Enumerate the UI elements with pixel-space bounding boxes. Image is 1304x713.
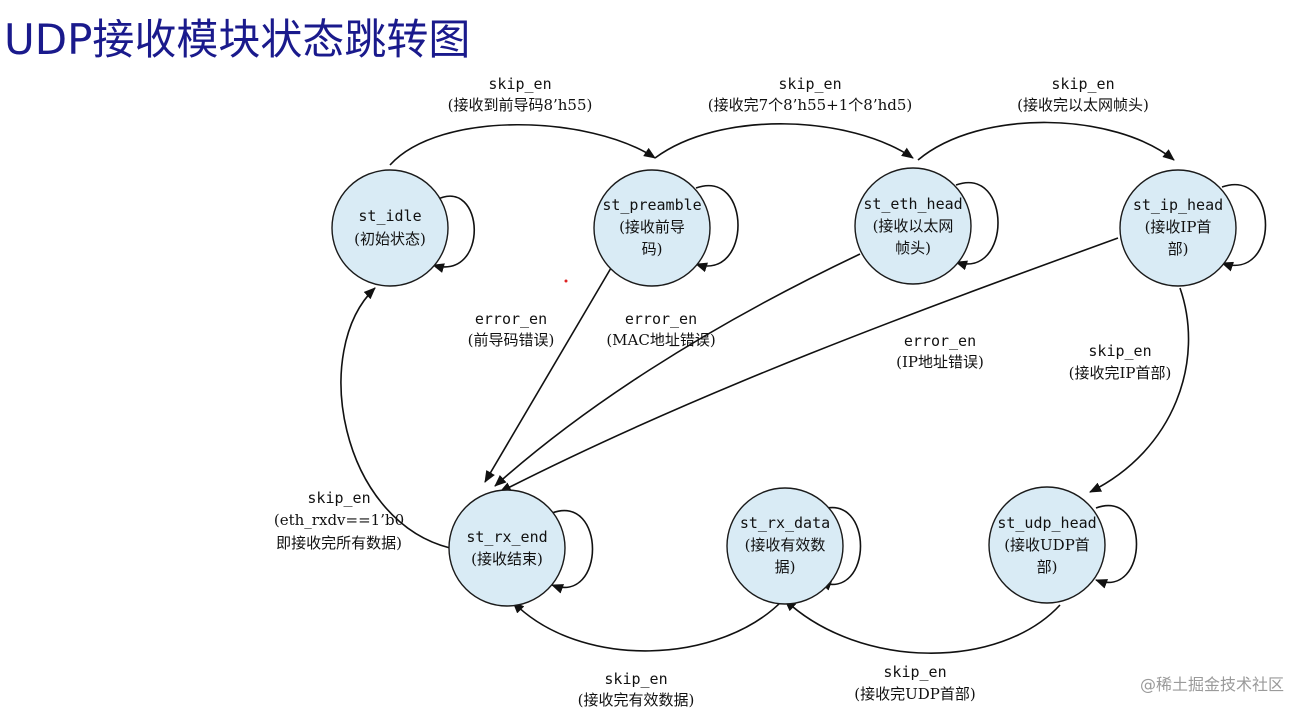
self-loop-idle bbox=[432, 195, 475, 273]
state-desc: (接收UDP首 bbox=[1004, 536, 1090, 554]
transition-condition: skip_en bbox=[1051, 75, 1114, 93]
label-rx-end-to-idle: skip_en (eth_rxdv==1’b0 即接收完所有数据) bbox=[274, 489, 404, 552]
edge-ip-head-to-udp-head bbox=[1089, 287, 1190, 493]
edge-udp-head-to-rx-data bbox=[784, 599, 1061, 654]
edge-rx-data-to-rx-end bbox=[512, 599, 784, 652]
edge-eth-head-to-ip-head bbox=[917, 121, 1175, 161]
transition-condition: skip_en bbox=[488, 75, 551, 93]
label-preamble-to-eth-head: skip_en (接收完7个8’h55+1个8’hd5) bbox=[708, 75, 913, 114]
transition-description: (接收完7个8’h55+1个8’hd5) bbox=[708, 96, 913, 114]
state-st-eth-head: st_eth_head (接收以太网 帧头) bbox=[854, 167, 972, 285]
transition-condition: error_en bbox=[625, 310, 697, 328]
self-loop-rx-data bbox=[819, 506, 862, 591]
edge-ip-head-error bbox=[499, 237, 1119, 493]
label-ip-head-to-udp-head: skip_en (接收完IP首部) bbox=[1069, 342, 1172, 382]
state-desc: (初始状态) bbox=[354, 230, 426, 248]
transition-condition: skip_en bbox=[883, 663, 946, 681]
state-name: st_preamble bbox=[602, 196, 701, 214]
self-loop-eth-head bbox=[955, 181, 999, 271]
state-desc: (接收以太网 bbox=[873, 217, 954, 235]
label-eth-head-error: error_en (MAC地址错误) bbox=[606, 310, 715, 349]
state-st-ip-head: st_ip_head (接收IP首 部) bbox=[1119, 169, 1237, 287]
transition-description: (eth_rxdv==1’b0 bbox=[274, 511, 404, 529]
transition-description: (接收到前导码8’h55) bbox=[448, 96, 593, 114]
transition-condition: skip_en bbox=[307, 489, 370, 507]
transition-description: (IP地址错误) bbox=[896, 353, 984, 371]
label-idle-to-preamble: skip_en (接收到前导码8’h55) bbox=[448, 75, 593, 114]
state-desc: 码) bbox=[642, 240, 663, 258]
self-loop-preamble bbox=[695, 184, 739, 273]
label-eth-head-to-ip-head: skip_en (接收完以太网帧头) bbox=[1017, 75, 1149, 114]
self-loop-rx-end bbox=[551, 509, 594, 594]
transition-description: (接收完IP首部) bbox=[1069, 364, 1172, 382]
transition-condition: skip_en bbox=[1088, 342, 1151, 360]
label-udp-head-to-rx-data: skip_en (接收完UDP首部) bbox=[854, 663, 975, 703]
state-st-rx-data: st_rx_data (接收有效数 据) bbox=[726, 487, 844, 605]
edge-preamble-error bbox=[484, 267, 612, 483]
state-desc: (接收有效数 bbox=[745, 536, 826, 554]
state-desc: 部) bbox=[1168, 240, 1189, 258]
state-name: st_idle bbox=[358, 207, 421, 225]
state-st-preamble: st_preamble (接收前导 码) bbox=[593, 169, 711, 287]
state-name: st_eth_head bbox=[863, 195, 962, 213]
state-st-udp-head: st_udp_head (接收UDP首 部) bbox=[988, 486, 1106, 604]
state-name: st_ip_head bbox=[1133, 196, 1223, 214]
state-desc: (接收前导 bbox=[619, 218, 685, 236]
transition-description: (接收完以太网帧头) bbox=[1017, 96, 1149, 114]
state-name: st_udp_head bbox=[997, 514, 1096, 532]
transition-condition: skip_en bbox=[778, 75, 841, 93]
transition-condition: error_en bbox=[475, 310, 547, 328]
page-title: UDP接收模块状态跳转图 bbox=[4, 15, 471, 64]
self-loop-ip-head bbox=[1221, 183, 1267, 272]
edge-idle-to-preamble bbox=[389, 123, 656, 166]
label-ip-head-error: error_en (IP地址错误) bbox=[896, 332, 984, 371]
state-st-rx-end: st_rx_end (接收结束) bbox=[448, 489, 566, 607]
state-desc: 部) bbox=[1037, 558, 1058, 576]
transition-description: (前导码错误) bbox=[468, 331, 555, 349]
edge-preamble-to-eth-head bbox=[654, 123, 914, 159]
transition-condition: error_en bbox=[904, 332, 976, 350]
transition-description: (接收完有效数据) bbox=[578, 691, 695, 709]
label-preamble-error: error_en (前导码错误) bbox=[468, 310, 555, 349]
state-desc: (接收结束) bbox=[471, 550, 543, 568]
transition-condition: skip_en bbox=[604, 670, 667, 688]
transition-description: 即接收完所有数据) bbox=[276, 534, 402, 552]
state-name: st_rx_data bbox=[740, 514, 830, 532]
state-st-idle: st_idle (初始状态) bbox=[331, 169, 449, 287]
state-name: st_rx_end bbox=[466, 528, 547, 546]
state-desc: 帧头) bbox=[895, 239, 931, 257]
edge-rx-end-to-idle bbox=[340, 287, 451, 549]
label-rx-data-to-rx-end: skip_en (接收完有效数据) bbox=[578, 670, 695, 709]
state-desc: 据) bbox=[775, 558, 796, 576]
transition-description: (MAC地址错误) bbox=[606, 331, 715, 349]
edge-eth-head-error bbox=[494, 253, 861, 487]
transition-description: (接收完UDP首部) bbox=[854, 685, 975, 703]
state-desc: (接收IP首 bbox=[1145, 218, 1212, 236]
stray-dot bbox=[564, 279, 568, 283]
watermark: @稀土掘金技术社区 bbox=[1139, 675, 1284, 694]
self-loop-udp-head bbox=[1095, 504, 1138, 589]
